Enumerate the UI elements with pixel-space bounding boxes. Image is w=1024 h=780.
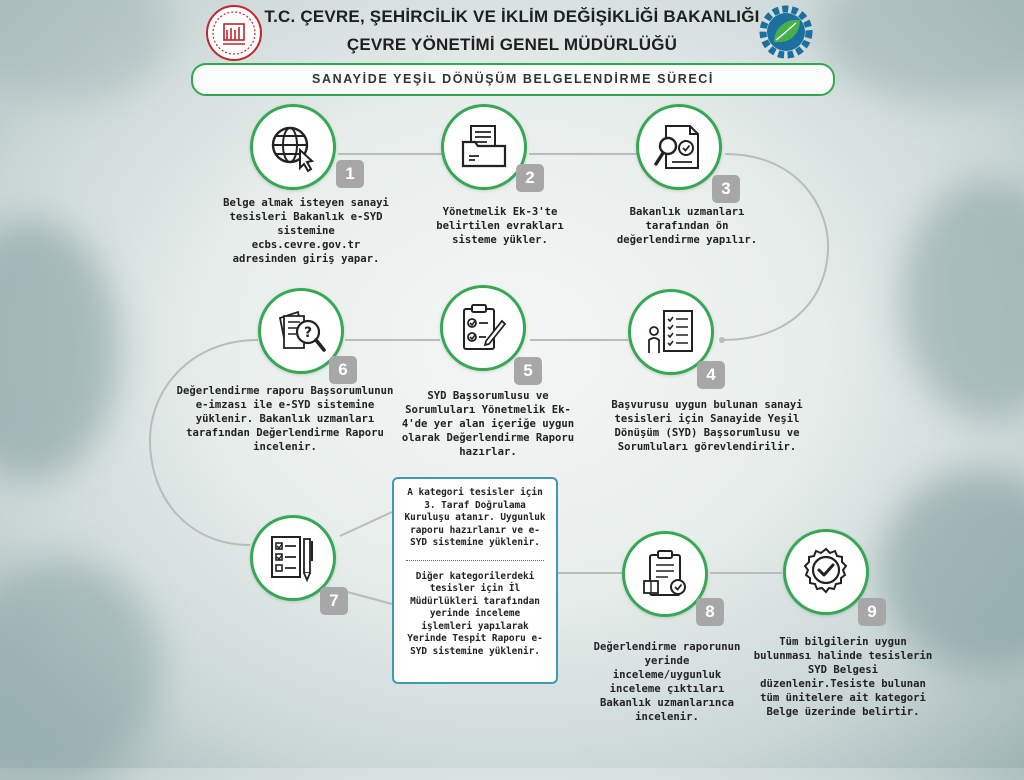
step-3-circle xyxy=(636,104,722,190)
step-1-caption: Belge almak isteyen sanayi tesisleri Bak… xyxy=(223,197,389,265)
step-4-caption: Başvurusu uygun bulunan sanayi tesisleri… xyxy=(611,399,803,453)
step-7-info-box: A kategori tesisler için 3. Taraf Doğrul… xyxy=(392,477,558,684)
step-6-circle: ? xyxy=(258,288,344,374)
checklist-pencil-icon xyxy=(271,536,313,583)
step-7-other-category-text: Diğer kategorilerdeki tesisler için İl M… xyxy=(407,570,543,657)
document-folder-icon xyxy=(461,125,507,168)
step-8-circle xyxy=(622,531,708,617)
step-7-circle xyxy=(250,515,336,601)
clipboard-box-check-icon xyxy=(643,550,686,596)
step-9-caption: Tüm bilgilerin uygun bulunması halinde t… xyxy=(753,636,933,718)
step-4-number: 4 xyxy=(697,361,725,389)
step-9-circle xyxy=(783,529,869,615)
step-9-number: 9 xyxy=(858,598,886,626)
certificate-badge-icon xyxy=(803,547,848,594)
step-6-caption: Değerlendirme raporu Başsorumlunun e-imz… xyxy=(176,385,394,453)
step-8-caption: Değerlendirme raporunun yerinde inceleme… xyxy=(593,641,741,723)
step-2-circle xyxy=(441,104,527,190)
page-subtitle-department: ÇEVRE YÖNETİMİ GENEL MÜDÜRLÜĞÜ xyxy=(346,35,678,54)
step-2-caption: Yönetmelik Ek-3'te belirtilen evrakları … xyxy=(436,206,564,246)
step-7-a-category-text: A kategori tesisler için 3. Taraf Doğrul… xyxy=(404,487,546,548)
page-title: T.C. ÇEVRE, ŞEHİRCİLİK VE İKLİM DEĞİŞİKL… xyxy=(264,7,760,26)
step-5-circle xyxy=(440,285,526,371)
clipboard-pen-icon xyxy=(463,304,507,350)
step-8-number: 8 xyxy=(696,598,724,626)
svg-text:?: ? xyxy=(304,325,312,341)
process-title-bar: SANAYİDE YEŞİL DÖNÜŞÜM BELGELENDİRME SÜR… xyxy=(191,63,835,96)
step-5-caption: SYD Başsorumlusu ve Sorumluları Yönetmel… xyxy=(401,390,575,458)
step-5-number: 5 xyxy=(514,357,542,385)
step-2-number: 2 xyxy=(516,164,544,192)
step-7-divider xyxy=(406,559,544,561)
globe-cursor-icon xyxy=(271,126,315,173)
step-7-number: 7 xyxy=(320,587,348,615)
gear-leaf-logo xyxy=(756,2,816,62)
documents-question-icon: ? xyxy=(278,310,326,352)
person-checklist-icon xyxy=(648,310,693,353)
step-4-circle xyxy=(628,289,714,375)
ministry-seal-logo xyxy=(205,4,263,62)
document-magnifier-icon xyxy=(654,125,699,169)
step-3-caption: Bakanlık uzmanları tarafından ön değerle… xyxy=(616,206,758,246)
step-1-circle xyxy=(250,104,336,190)
step-6-number: 6 xyxy=(329,356,357,384)
step-3-number: 3 xyxy=(712,175,740,203)
step-1-number: 1 xyxy=(336,160,364,188)
